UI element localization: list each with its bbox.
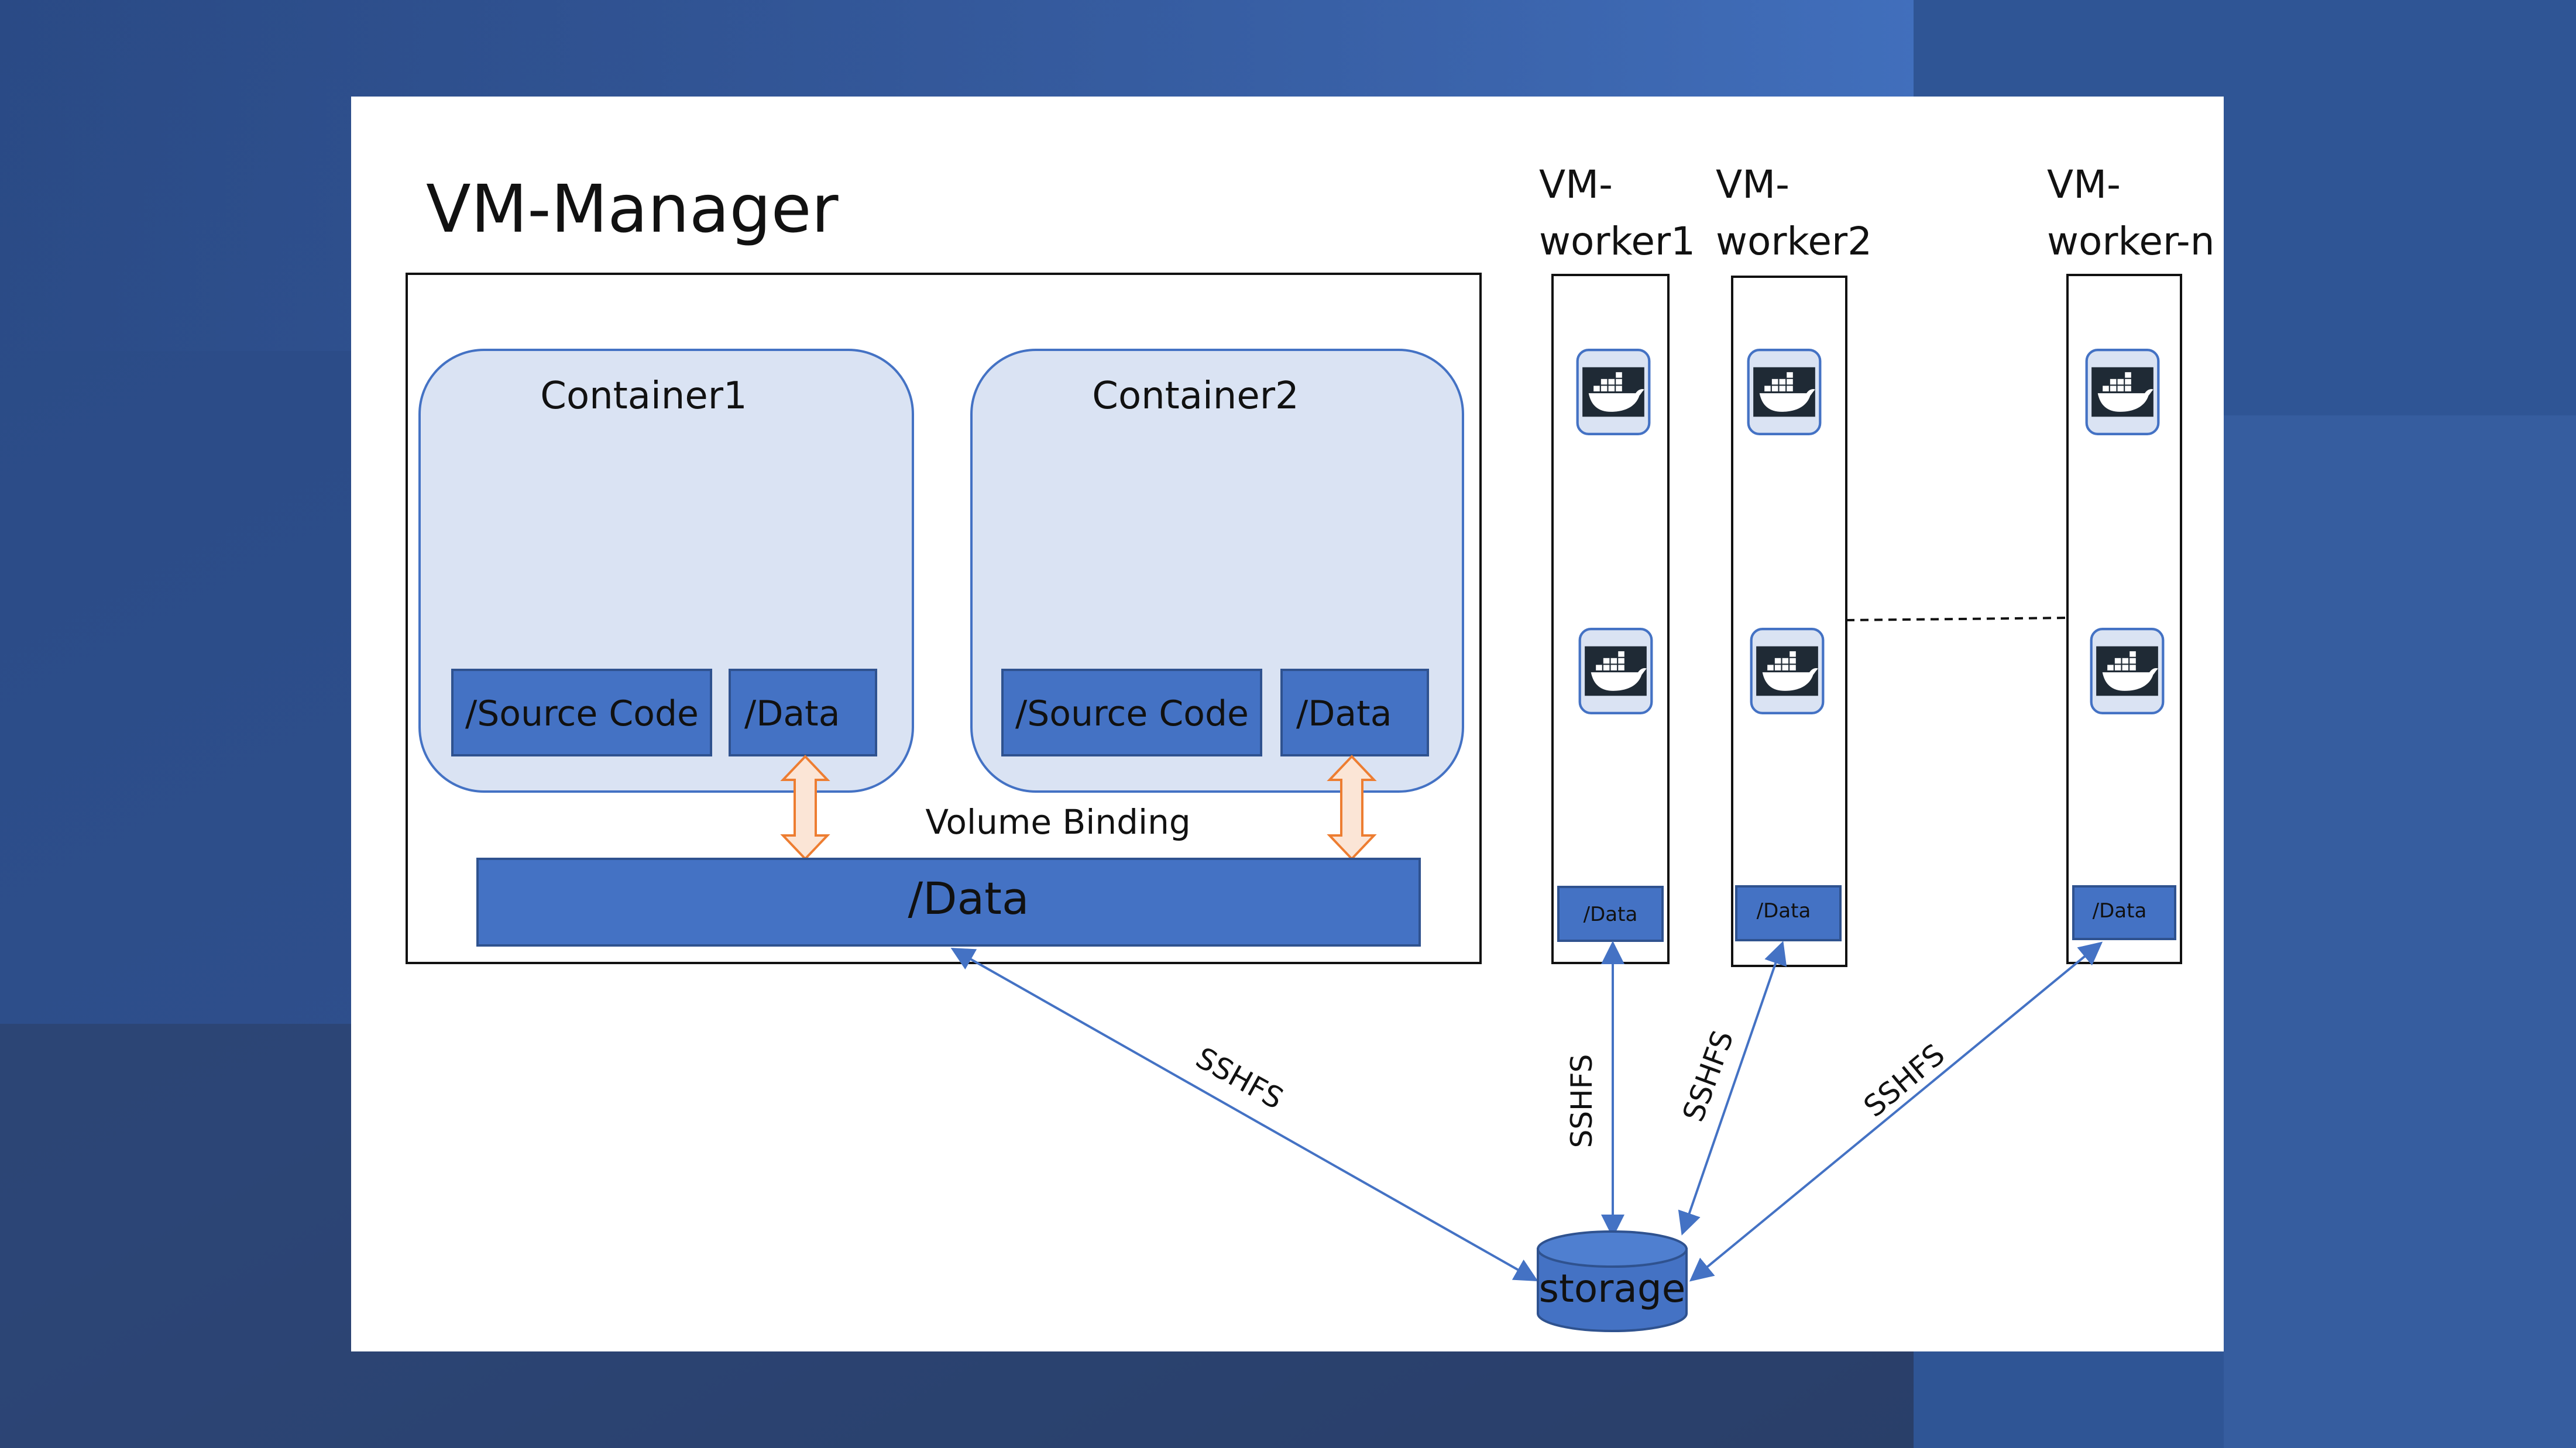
worker-n-data-box: [2072, 885, 2176, 940]
container-2: Container2 /Source Code /Data: [970, 349, 1464, 793]
volume-binding-label: Volume Binding: [925, 802, 1190, 842]
container-1-data-box: [729, 669, 877, 756]
worker-2-title-line1: VM-: [1716, 162, 1790, 207]
docker-icon: [2091, 629, 2163, 713]
container-1-source-box: [451, 669, 712, 756]
storage-cylinder: storage: [1537, 1230, 1688, 1332]
docker-icon: [2087, 350, 2159, 434]
container-1-title: Container1: [540, 374, 747, 418]
container-2-data-label: /Data: [1296, 693, 1392, 734]
worker-2-title-line2: worker2: [1716, 219, 1872, 264]
container-1-source-label: /Source Code: [465, 693, 699, 734]
worker-2-data-label: /Data: [1757, 899, 1811, 923]
container-2-source-box: [1001, 669, 1262, 756]
worker-n-data-label: /Data: [2093, 899, 2147, 923]
container-1-data-label: /Data: [744, 693, 840, 734]
container-2-title: Container2: [1092, 374, 1299, 418]
storage-label: storage: [1539, 1266, 1686, 1311]
worker-2-data-box: [1735, 885, 1842, 941]
docker-icon: [1580, 629, 1652, 713]
worker-1-title-line2: worker1: [1539, 219, 1695, 264]
worker-2: VM- worker2 /Data: [1716, 162, 1872, 967]
container-2-source-label: /Source Code: [1015, 693, 1249, 734]
manager-sshfs-link: [950, 948, 1538, 1281]
docker-icon: [1578, 350, 1650, 434]
worker-1-data-box: [1557, 886, 1664, 942]
docker-icon: [1751, 629, 1823, 713]
worker-n-title-line1: VM-: [2047, 162, 2121, 207]
worker-n-sshfs-link: [1689, 941, 2103, 1282]
worker-1-data-label: /Data: [1584, 903, 1638, 926]
worker-ellipsis-connector: [1846, 617, 2068, 621]
docker-icon: [1749, 350, 1821, 434]
worker-1-title-line1: VM-: [1539, 162, 1613, 207]
container-2-data-box: [1280, 669, 1429, 756]
host-data-label: /Data: [908, 872, 1029, 924]
worker-n: VM- worker-n /Data: [2047, 162, 2215, 964]
manager-title: VM-Manager: [426, 171, 839, 247]
worker-1-sshfs-label: SSHFS: [1565, 1054, 1599, 1148]
host-data-box: [476, 858, 1421, 947]
worker-n-title-line2: worker-n: [2047, 219, 2215, 264]
worker-1: VM- worker1 /Data: [1539, 162, 1695, 964]
container-1: Container1 /Source Code /Data: [418, 349, 914, 793]
